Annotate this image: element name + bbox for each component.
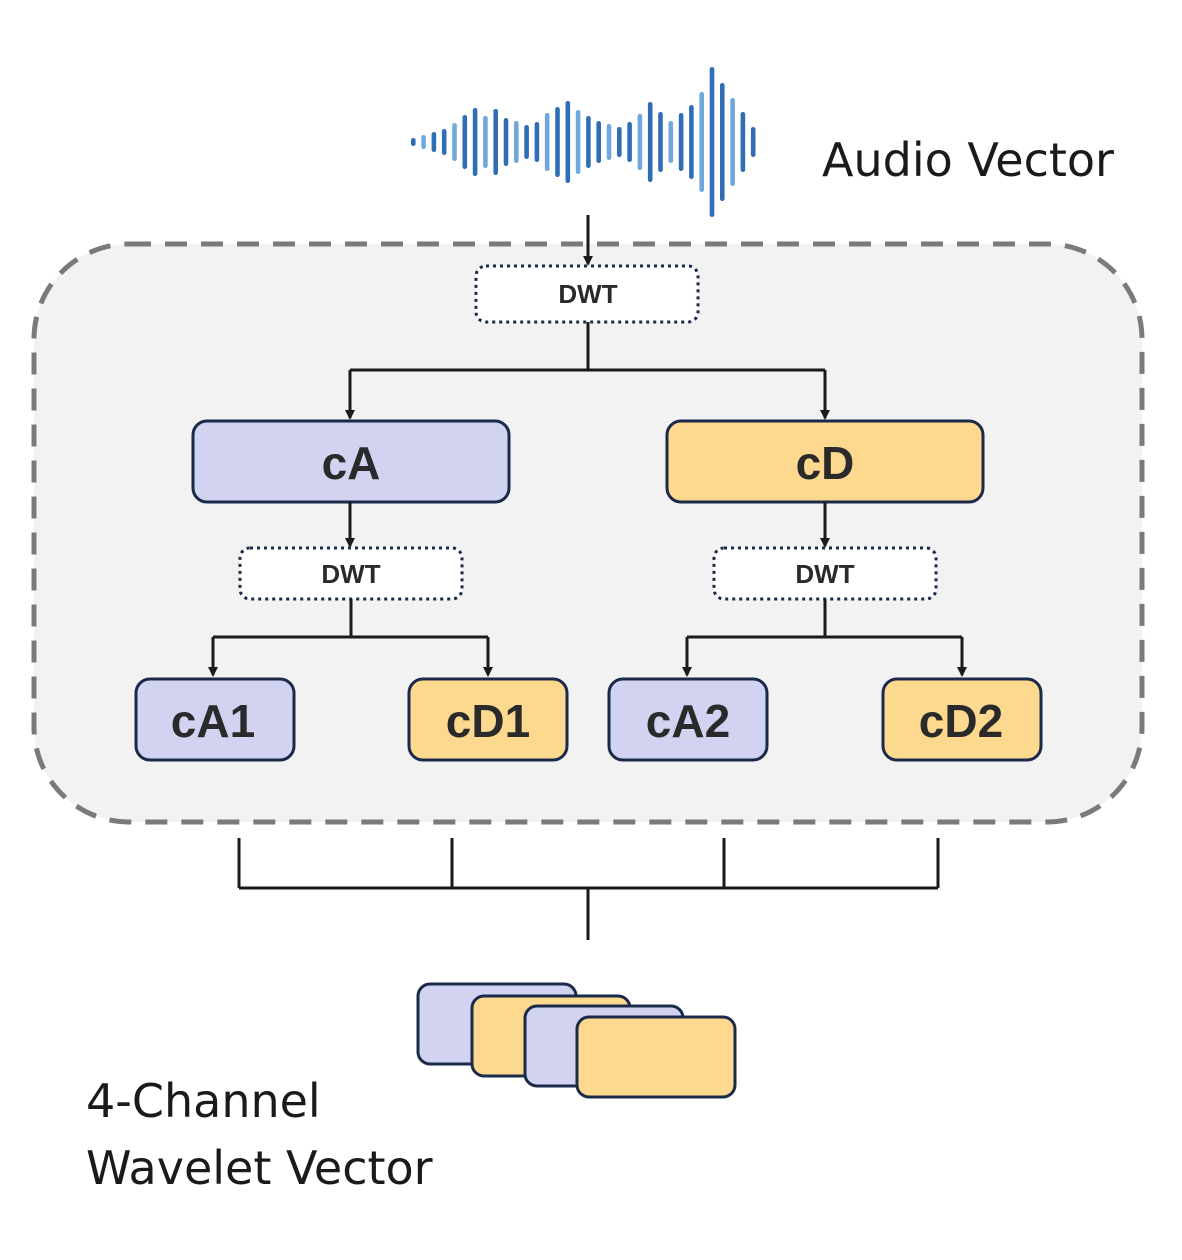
label-cD1: cD1 xyxy=(446,695,530,747)
waveform-bar xyxy=(534,122,540,162)
waveform-bar xyxy=(709,67,715,217)
waveform-bar xyxy=(421,135,426,149)
dwt-container xyxy=(31,241,1145,825)
waveform-bar xyxy=(750,127,756,157)
waveform-bar xyxy=(699,92,704,192)
dwt-label-left: DWT xyxy=(321,559,380,589)
waveform-bar xyxy=(431,132,437,152)
waveform-bar xyxy=(411,138,416,146)
branch-level2-left xyxy=(208,599,493,677)
waveform-bar xyxy=(617,127,622,157)
waveform-bar xyxy=(441,129,447,155)
label-cD2: cD2 xyxy=(919,695,1003,747)
waveform-bar xyxy=(720,83,725,201)
waveform-bar xyxy=(555,107,560,177)
waveform-bar xyxy=(658,112,663,172)
node-cD1: cD1 xyxy=(407,677,569,762)
label-cD: cD xyxy=(796,437,855,489)
label-cA2: cA2 xyxy=(646,695,730,747)
dwt-label-right: DWT xyxy=(795,559,854,589)
waveform-bar xyxy=(668,121,674,163)
waveform-bar xyxy=(606,124,612,160)
node-cA2: cA2 xyxy=(607,677,769,762)
label-cA: cA xyxy=(322,437,381,489)
waveform-bar xyxy=(565,101,571,183)
output-label-line1: 4-Channel xyxy=(86,1074,321,1128)
label-cA1: cA1 xyxy=(171,695,255,747)
waveform-bar xyxy=(544,113,550,171)
stacked-channels-icon xyxy=(416,982,737,1099)
waveform-bar xyxy=(730,98,735,186)
merge-bracket xyxy=(237,838,940,940)
node-cA1: cA1 xyxy=(134,677,296,762)
waveform-bar xyxy=(483,116,488,168)
waveform-bar xyxy=(514,121,519,163)
waveform-bar xyxy=(493,109,498,175)
waveform-bar xyxy=(596,121,601,163)
waveform-bar xyxy=(524,125,529,159)
waveform-bar xyxy=(575,110,581,174)
branch-level2-right xyxy=(682,599,967,677)
dwt-box-top: DWT xyxy=(474,264,700,324)
branch-level1 xyxy=(345,322,830,420)
waveform-bar xyxy=(462,115,468,169)
node-cD: cD xyxy=(665,419,985,504)
waveform-bar xyxy=(689,105,694,179)
waveform-bar xyxy=(647,102,653,182)
waveform-bar xyxy=(503,118,509,166)
waveform-bar xyxy=(627,122,632,162)
audio-waveform-icon xyxy=(411,67,756,217)
output-label-line2: Wavelet Vector xyxy=(86,1141,433,1195)
dwt-box-left: DWT xyxy=(238,546,464,601)
waveform-bar xyxy=(740,112,746,172)
waveform-bar xyxy=(586,116,591,168)
waveform-bar xyxy=(452,123,457,161)
dwt-label-top: DWT xyxy=(558,279,617,309)
dwt-box-right: DWT xyxy=(712,546,938,601)
channel-cD2 xyxy=(575,1015,737,1099)
node-cD2: cD2 xyxy=(881,677,1043,762)
waveform-bar xyxy=(678,113,684,171)
waveform-bar xyxy=(637,114,643,170)
waveform-bar xyxy=(472,108,478,176)
node-cA: cA xyxy=(191,419,511,504)
audio-vector-label: Audio Vector xyxy=(822,133,1114,187)
